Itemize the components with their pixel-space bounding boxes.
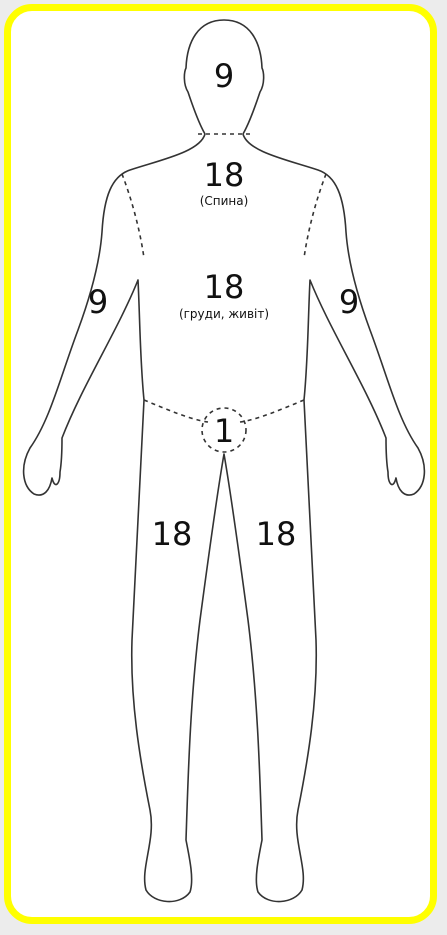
left-hip-boundary <box>144 400 208 422</box>
back-percent: 18 <box>204 156 245 194</box>
body-outline <box>24 20 425 902</box>
head-percent: 9 <box>214 57 234 95</box>
groin-percent: 1 <box>214 412 234 450</box>
left-arm-percent: 9 <box>88 283 108 321</box>
left-leg-percent: 18 <box>152 515 193 553</box>
chest-percent: 18 <box>204 268 245 306</box>
right-shoulder-boundary <box>304 174 326 258</box>
chest-label: (груди, живіт) <box>179 307 269 321</box>
right-hip-boundary <box>240 400 304 422</box>
right-arm-percent: 9 <box>339 283 359 321</box>
back-label: (Спина) <box>200 194 249 208</box>
left-shoulder-boundary <box>122 174 144 258</box>
right-leg-percent: 18 <box>256 515 297 553</box>
